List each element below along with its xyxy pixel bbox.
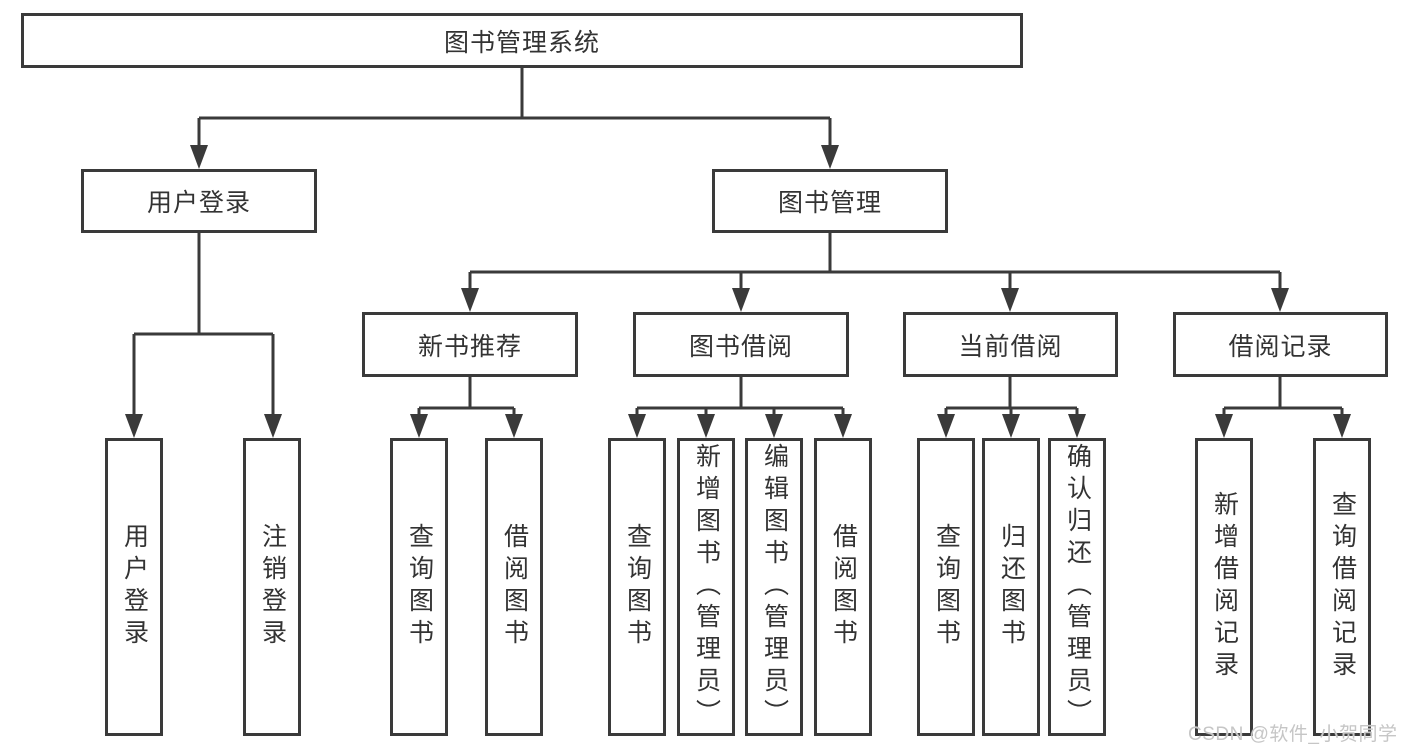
leaf-return-books-label: 归还图书 <box>997 523 1026 651</box>
connector-current-borrow <box>944 377 1079 415</box>
csdn-watermark: CSDN @软件_小贺同学 <box>1188 724 1398 745</box>
node-book-management: 图书管理 <box>712 169 948 233</box>
leaf-borrow-books-1-label: 借阅图书 <box>500 523 529 651</box>
connector-user-login <box>132 233 275 415</box>
leaf-add-borrow-record-label: 新增借阅记录 <box>1210 491 1239 683</box>
leaf-user-login: 用户登录 <box>105 438 163 736</box>
node-book-borrow: 图书借阅 <box>633 312 849 377</box>
leaf-query-books-1-label: 查询图书 <box>405 523 434 651</box>
leaf-edit-books-admin: 编辑图书（管理员） <box>745 438 803 736</box>
node-borrow-records: 借阅记录 <box>1173 312 1388 377</box>
leaf-query-books-3-label: 查询图书 <box>932 523 961 651</box>
leaf-borrow-books-2-label: 借阅图书 <box>829 523 858 651</box>
connector-book-borrow <box>635 377 845 415</box>
leaf-borrow-books-1: 借阅图书 <box>485 438 543 736</box>
node-library-management-system: 图书管理系统 <box>21 13 1023 68</box>
leaf-logout-label: 注销登录 <box>258 523 287 651</box>
connector-root <box>197 68 832 146</box>
leaf-return-books: 归还图书 <box>982 438 1040 736</box>
node-user-login: 用户登录 <box>81 169 317 233</box>
leaf-query-books-2-label: 查询图书 <box>623 523 652 651</box>
leaf-add-books-admin: 新增图书（管理员） <box>677 438 735 736</box>
leaf-user-login-label: 用户登录 <box>120 523 149 651</box>
leaf-query-books-3: 查询图书 <box>917 438 975 736</box>
node-current-borrow: 当前借阅 <box>903 312 1118 377</box>
leaf-add-books-admin-label: 新增图书（管理员） <box>692 443 721 731</box>
node-new-book-recommend: 新书推荐 <box>362 312 578 377</box>
connector-book-management <box>468 233 1282 290</box>
leaf-query-borrow-record: 查询借阅记录 <box>1313 438 1371 736</box>
leaf-query-books-1: 查询图书 <box>390 438 448 736</box>
leaf-logout: 注销登录 <box>243 438 301 736</box>
leaf-borrow-books-2: 借阅图书 <box>814 438 872 736</box>
leaf-add-borrow-record: 新增借阅记录 <box>1195 438 1253 736</box>
connector-new-books <box>417 377 516 415</box>
connector-borrow-records <box>1222 377 1344 415</box>
leaf-query-borrow-record-label: 查询借阅记录 <box>1328 491 1357 683</box>
leaf-confirm-return-admin: 确认归还（管理员） <box>1048 438 1106 736</box>
leaf-confirm-return-admin-label: 确认归还（管理员） <box>1063 443 1092 731</box>
connector-lines <box>132 68 1344 415</box>
arrowhead-icons <box>125 145 1351 438</box>
leaf-edit-books-admin-label: 编辑图书（管理员） <box>760 443 789 731</box>
leaf-query-books-2: 查询图书 <box>608 438 666 736</box>
